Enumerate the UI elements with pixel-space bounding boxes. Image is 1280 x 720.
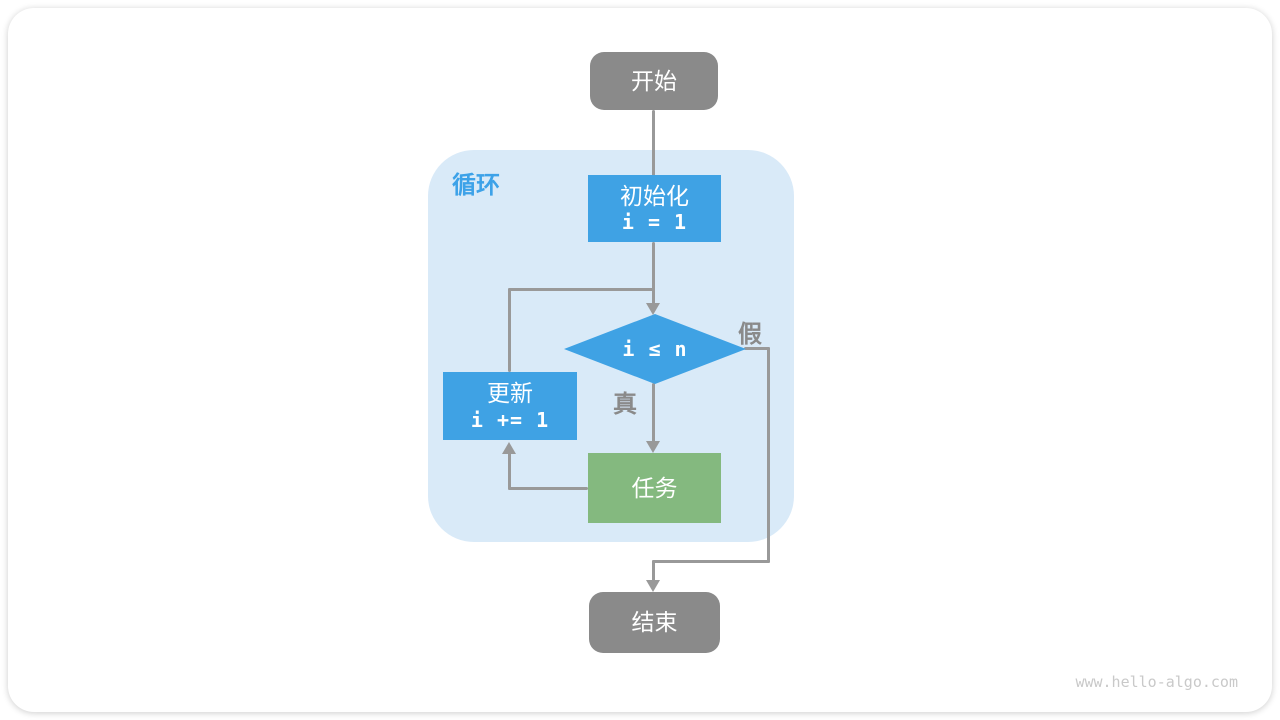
node-task: 任务 — [588, 453, 721, 523]
node-initialize-code: i = 1 — [621, 210, 688, 235]
edge-false-branch-out — [744, 347, 770, 350]
node-task-label: 任务 — [631, 474, 678, 501]
node-end: 结束 — [589, 592, 720, 653]
node-update: 更新 i += 1 — [443, 372, 577, 440]
edge-task-to-update-horizontal — [508, 487, 588, 490]
node-update-label: 更新 — [487, 380, 533, 407]
edge-false-branch-to-end — [652, 560, 655, 581]
edge-loopback-vertical — [508, 288, 511, 372]
node-start-label: 开始 — [631, 67, 677, 94]
node-start: 开始 — [590, 52, 718, 110]
edge-label-true: 真 — [613, 391, 637, 418]
node-end-label: 结束 — [631, 609, 678, 636]
edge-init-to-condition — [652, 242, 655, 304]
edge-false-branch-down — [767, 347, 770, 563]
site-watermark: www.hello-algo.com — [1075, 673, 1238, 691]
node-initialize-label: 初始化 — [620, 182, 689, 209]
arrowhead-into-update-icon — [502, 442, 516, 454]
arrowhead-into-condition-icon — [646, 303, 660, 315]
arrowhead-into-task-icon — [646, 441, 660, 453]
node-update-code: i += 1 — [470, 407, 550, 432]
node-condition-label: i ≤ n — [622, 336, 688, 361]
edge-task-to-update-vertical — [508, 452, 511, 490]
arrowhead-into-end-icon — [646, 580, 660, 592]
edge-label-false: 假 — [738, 321, 762, 348]
edge-start-to-init — [652, 110, 655, 176]
loop-scope-label: 循环 — [452, 172, 500, 199]
edge-loopback-horizontal — [508, 288, 655, 291]
node-initialize: 初始化 i = 1 — [588, 175, 721, 242]
edge-condition-to-task — [652, 383, 655, 443]
edge-false-branch-left — [652, 560, 770, 563]
